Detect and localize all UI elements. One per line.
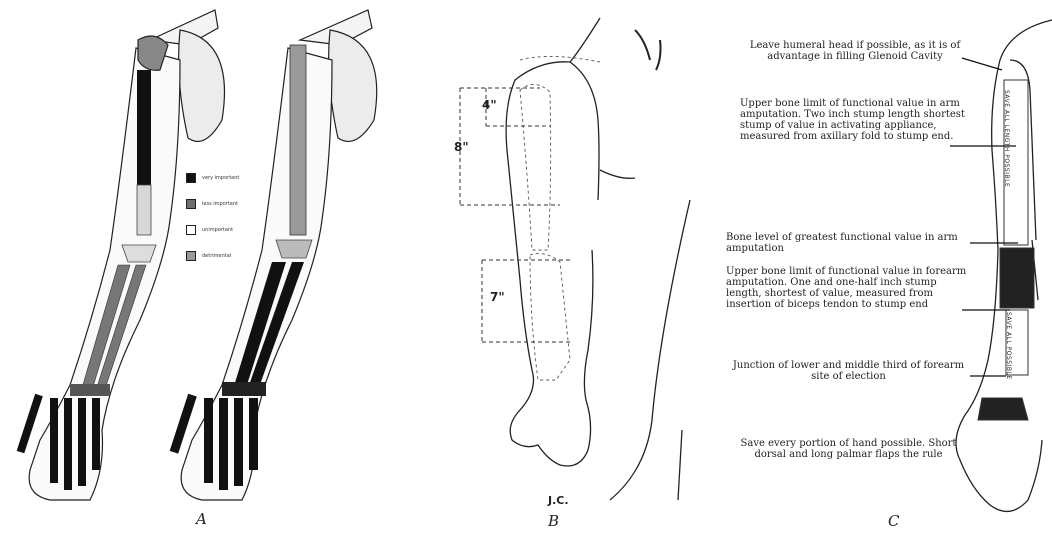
artist-signature: J.C. bbox=[548, 494, 569, 507]
note-upper-bone-limit-forearm: Upper bone limit of functional value in … bbox=[726, 266, 971, 310]
dimension-lines bbox=[460, 88, 570, 342]
note-save-hand: Save every portion of hand possible. Sho… bbox=[726, 438, 971, 460]
panel-c: Leave humeral head if possible, as it is… bbox=[710, 0, 1052, 535]
panel-b: 4" 8" 7" J.C. B bbox=[420, 0, 710, 535]
dimension-label-4in: 4" bbox=[482, 98, 497, 112]
panel-letter-a: A bbox=[196, 510, 207, 528]
panel-letter-b: B bbox=[548, 512, 559, 530]
note-greatest-functional-value: Bone level of greatest functional value … bbox=[726, 232, 971, 254]
dimension-label-8in: 8" bbox=[454, 140, 469, 154]
bone-outline-b bbox=[520, 56, 600, 380]
legend-item-very-important: very important bbox=[186, 168, 286, 188]
panel-a: very important less important unimportan… bbox=[0, 0, 420, 535]
legend-label: detrimental bbox=[202, 253, 231, 259]
vertical-label-forearm: SAVE ALL POSSIBLE bbox=[1005, 312, 1012, 380]
legend-swatch-detrimental bbox=[186, 251, 196, 261]
legend-item-detrimental: detrimental bbox=[186, 246, 286, 266]
legend-label: less important bbox=[202, 201, 238, 207]
panel-b-drawing bbox=[420, 0, 710, 535]
elbow-joint bbox=[122, 245, 156, 262]
legend-swatch-very-important bbox=[186, 173, 196, 183]
wrist-a2 bbox=[222, 382, 266, 396]
note-junction-site-of-election: Junction of lower and middle third of fo… bbox=[726, 360, 971, 382]
legend-swatch-unimportant bbox=[186, 225, 196, 235]
legend-label: very important bbox=[202, 175, 239, 181]
legend-item-unimportant: unimportant bbox=[186, 220, 286, 240]
vertical-label-arm: SAVE ALL LENGTH POSSIBLE bbox=[1003, 90, 1010, 187]
legend-swatch-less-important bbox=[186, 199, 196, 209]
humerus-full bbox=[290, 45, 306, 235]
note-upper-bone-limit-arm: Upper bone limit of functional value in … bbox=[740, 98, 970, 142]
arm-outline-b bbox=[506, 18, 690, 500]
panel-letter-c: C bbox=[888, 512, 899, 530]
legend-label: unimportant bbox=[202, 227, 233, 233]
wrist-bones bbox=[70, 384, 110, 396]
note-humeral-head: Leave humeral head if possible, as it is… bbox=[740, 40, 970, 62]
humerus-lower-unimportant bbox=[137, 185, 151, 235]
legend-item-less-important: less important bbox=[186, 194, 286, 214]
humerus-upper-very-important bbox=[137, 70, 151, 185]
importance-legend: very important less important unimportan… bbox=[186, 168, 286, 272]
dimension-label-7in: 7" bbox=[490, 290, 505, 304]
